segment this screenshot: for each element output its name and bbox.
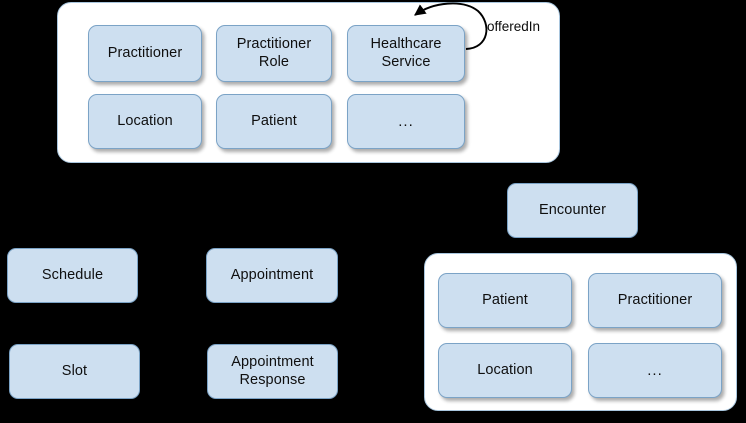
node-practitioner-encounter[interactable]: Practitioner [588, 273, 722, 328]
node-label: Appointment [230, 266, 314, 283]
node-label-line2: Role [258, 53, 290, 70]
node-healthcare-service[interactable]: Healthcare Service [347, 25, 465, 82]
node-schedule[interactable]: Schedule [7, 248, 138, 303]
node-label: Location [117, 112, 173, 129]
node-label: Patient [482, 291, 528, 308]
node-slot[interactable]: Slot [9, 344, 140, 399]
node-patient-encounter[interactable]: Patient [438, 273, 572, 328]
edge-label-offered-in: offeredIn [487, 19, 541, 34]
node-label-line2: Response [239, 371, 306, 388]
node-more-encounter[interactable]: ... [588, 343, 722, 398]
node-label: Location [477, 361, 533, 378]
node-location-encounter[interactable]: Location [438, 343, 572, 398]
node-label-line1: Practitioner [236, 36, 312, 53]
node-patient-top[interactable]: Patient [216, 94, 332, 149]
node-practitioner-top[interactable]: Practitioner [88, 25, 202, 82]
node-label: Slot [61, 362, 88, 379]
node-label: Practitioner [107, 44, 183, 61]
node-label: Patient [251, 112, 297, 129]
node-label: ... [398, 112, 414, 130]
node-label-line1: Healthcare [370, 36, 442, 53]
node-appointment-response[interactable]: Appointment Response [207, 344, 338, 399]
node-encounter[interactable]: Encounter [507, 183, 638, 238]
node-label: Schedule [41, 266, 104, 283]
node-appointment[interactable]: Appointment [206, 248, 338, 303]
node-label-line2: Service [381, 53, 431, 70]
node-label: Encounter [539, 201, 606, 218]
node-more-top[interactable]: ... [347, 94, 465, 149]
node-location-top[interactable]: Location [88, 94, 202, 149]
node-label: ... [647, 361, 663, 379]
node-label-line1: Appointment [231, 354, 314, 371]
node-label: Practitioner [617, 291, 693, 308]
node-practitioner-role[interactable]: Practitioner Role [216, 25, 332, 82]
